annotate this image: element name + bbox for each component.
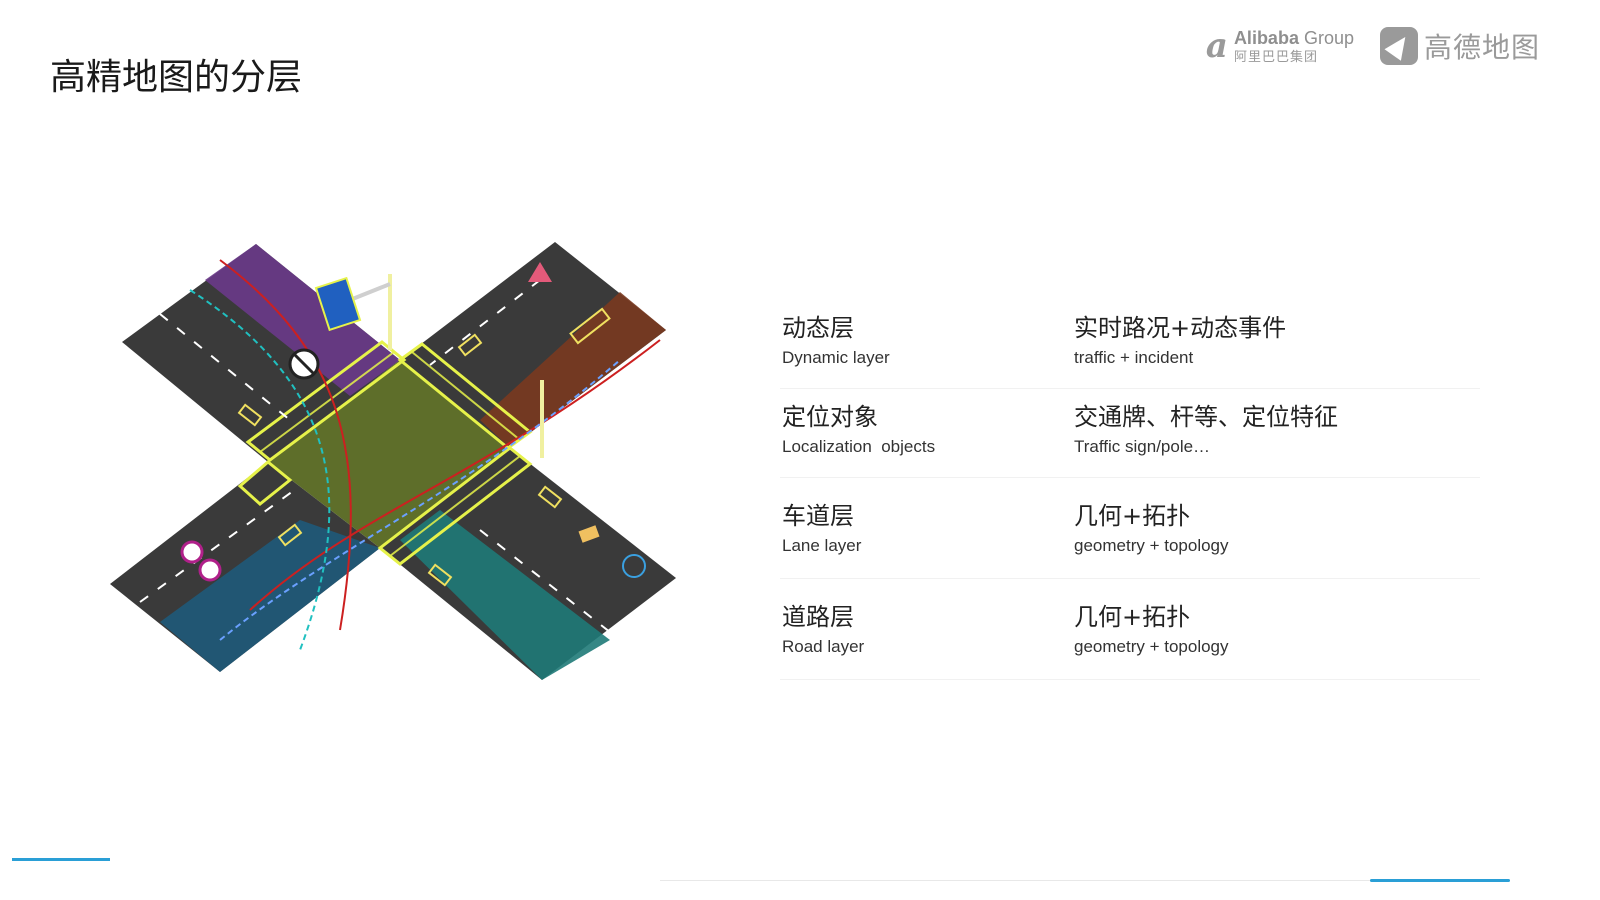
layer-cn-name: 定位对象	[782, 403, 878, 431]
roadwork-icon	[528, 262, 552, 282]
layer-en-desc: traffic + incident	[1074, 348, 1194, 367]
crosswalk-stripes	[259, 351, 521, 557]
layer-cn-desc: 交通牌、杆等、定位特征	[1074, 403, 1338, 431]
sign-arm	[349, 282, 391, 302]
brown-lane-band	[480, 292, 666, 448]
hd-map-intersection-diagram	[100, 230, 690, 690]
logos: a Alibaba Group 阿里巴巴集团 高德地图	[1206, 18, 1540, 74]
layer-table: 动态层 Dynamic layer 实时路况+动态事件 traffic + in…	[780, 300, 1480, 680]
lane-centerline-curves	[189, 259, 661, 651]
crosswalk-nw	[245, 340, 407, 462]
layer-row-lane: 车道层 Lane layer 几何+拓扑 geometry + topology	[780, 478, 1480, 579]
layer-row-localization: 定位对象 Localization objects 交通牌、杆等、定位特征 Tr…	[780, 389, 1480, 478]
alibaba-logo-en: Alibaba Group	[1234, 29, 1354, 47]
purple-lane-band	[205, 244, 400, 396]
slide-title: 高精地图的分层	[50, 57, 303, 98]
alibaba-logo-en-light: Group	[1298, 27, 1354, 48]
alibaba-group-logo: a Alibaba Group 阿里巴巴集团	[1206, 26, 1354, 66]
layer-en-name: Road layer	[782, 637, 865, 656]
layer-row-dynamic: 动态层 Dynamic layer 实时路况+动态事件 traffic + in…	[780, 300, 1480, 389]
alibaba-logo-cn: 阿里巴巴集团	[1233, 49, 1318, 65]
layer-cn-desc: 几何+拓扑	[1074, 603, 1191, 631]
vehicle-markers	[237, 307, 611, 587]
alibaba-logo-mark: a	[1205, 26, 1228, 66]
alibaba-logo-en-bold: Alibaba	[1233, 27, 1299, 48]
gaode-logo-name: 高德地图	[1423, 31, 1540, 64]
layer-cn-name: 车道层	[782, 502, 854, 530]
layer-en-name: Localization objects	[782, 437, 936, 456]
layer-en-desc: Traffic sign/pole…	[1074, 437, 1211, 456]
gaode-map-logo: 高德地图	[1379, 26, 1540, 66]
speed-limit-sign-icon	[180, 540, 204, 564]
title-accent-line	[12, 858, 110, 861]
layer-cn-name: 道路层	[782, 603, 854, 631]
layer-en-name: Lane layer	[782, 536, 862, 555]
intersection-illustration	[110, 242, 676, 680]
gaode-logo-icon	[1379, 27, 1418, 65]
teal-lane-band	[400, 510, 610, 680]
road-arm-nw	[122, 244, 400, 462]
layer-cn-name: 动态层	[782, 314, 854, 342]
layer-cn-desc: 几何+拓扑	[1074, 502, 1191, 530]
layer-en-name: Dynamic layer	[782, 348, 890, 367]
accident-icon	[578, 525, 600, 543]
crosswalk-se	[377, 446, 533, 566]
layer-en-desc: geometry + topology	[1074, 536, 1229, 555]
rain-cloud-icon	[622, 554, 646, 578]
speed-limit-sign-icon-2	[198, 558, 222, 582]
layer-row-road: 道路层 Road layer 几何+拓扑 geometry + topology	[780, 579, 1480, 680]
layer-en-desc: geometry + topology	[1074, 637, 1229, 656]
layer-cn-desc: 实时路况+动态事件	[1074, 314, 1287, 342]
traffic-sign	[314, 276, 362, 332]
crosswalk-sw	[237, 460, 293, 506]
footer-accent-line	[1370, 879, 1510, 882]
lane-dashes	[139, 279, 621, 641]
footer-divider	[660, 880, 1510, 881]
